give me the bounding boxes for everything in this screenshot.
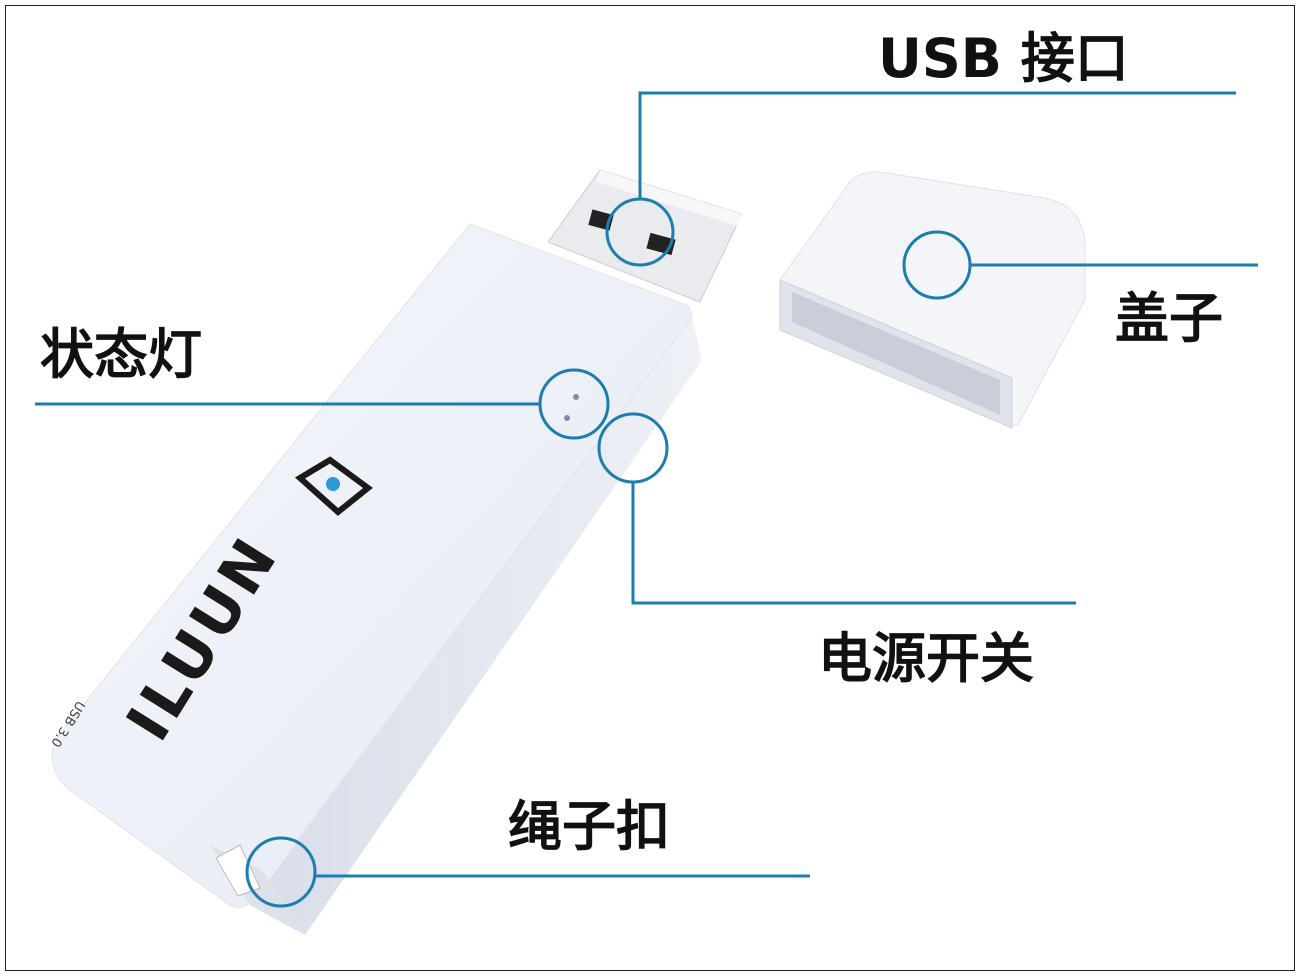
diagram-frame <box>5 5 1295 971</box>
label-status-light: 状态灯 <box>40 323 202 386</box>
device-body: ILUUN USB 3.0 <box>47 223 702 935</box>
logo-mark <box>294 456 373 516</box>
label-cap: 盖子 <box>1115 287 1223 350</box>
label-lanyard-hole: 绳子扣 <box>508 795 670 858</box>
callout-lines <box>35 91 1258 908</box>
usb-plug <box>547 169 743 303</box>
label-power-switch: 电源开关 <box>818 627 1034 690</box>
cap <box>779 171 1086 429</box>
label-usb-port: USB 接口 <box>878 27 1129 90</box>
